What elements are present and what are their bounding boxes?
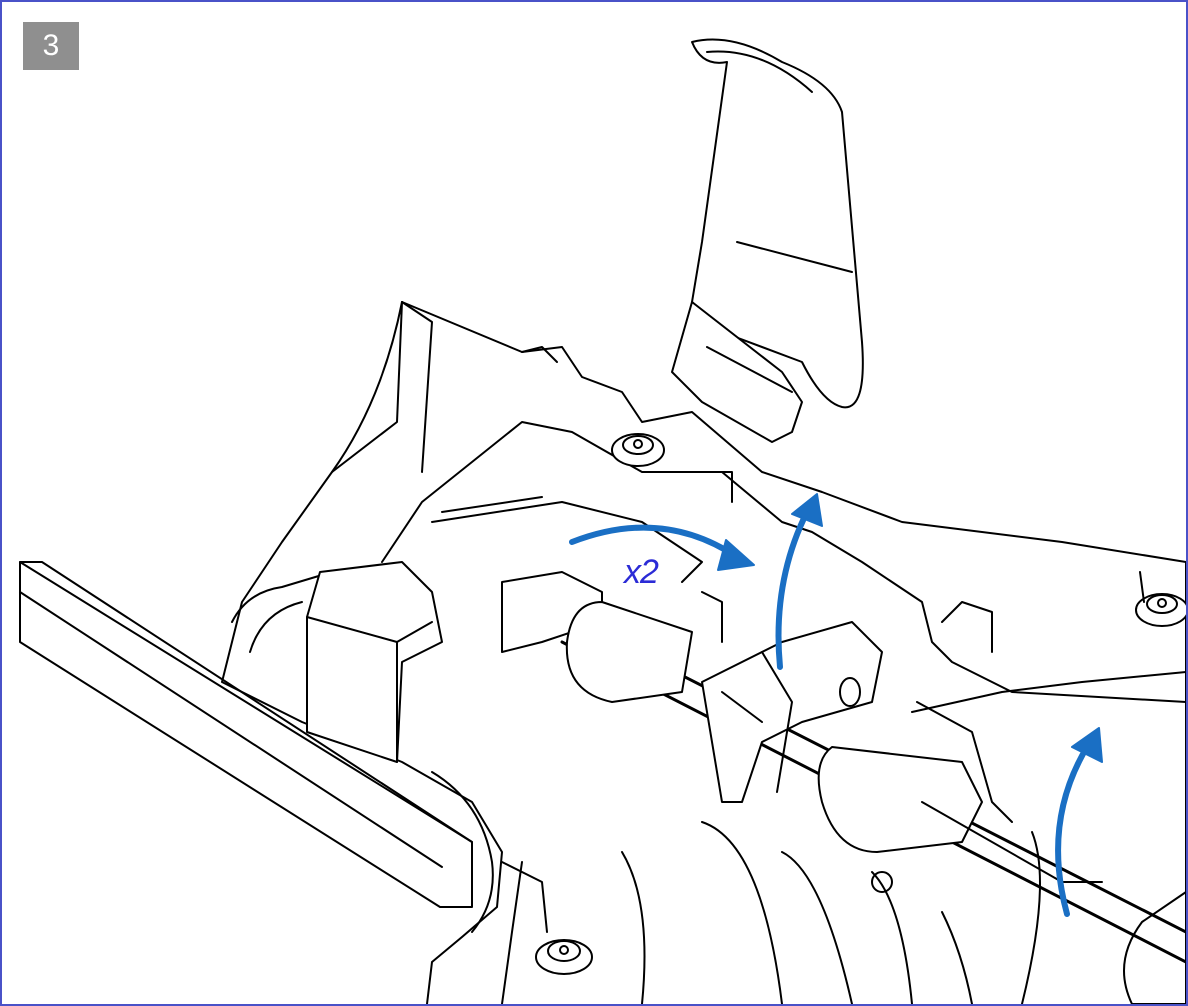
fan-housing <box>621 671 1186 1004</box>
screw-boss-top <box>611 433 665 467</box>
hinged-cover <box>671 38 864 443</box>
multiplier-label: x2 <box>624 553 659 591</box>
curved-arrow-right-icon <box>569 524 755 571</box>
step-number-badge: 3 <box>23 22 79 70</box>
curved-arrow-up-icon <box>775 493 823 670</box>
left-flange <box>19 561 473 908</box>
support-block <box>306 496 703 763</box>
screw-boss-right <box>1135 593 1186 627</box>
curved-arrow-up-icon <box>1055 727 1103 917</box>
detail-lines <box>501 346 1145 1004</box>
roller-shaft <box>560 601 1186 964</box>
spring-clip <box>701 621 883 803</box>
screw-boss-bottom <box>535 939 593 975</box>
